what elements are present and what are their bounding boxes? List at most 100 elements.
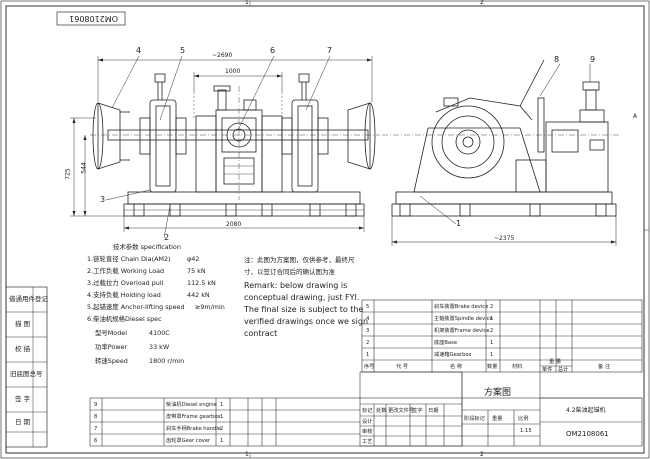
- sign-header-sign: 签字: [412, 408, 423, 414]
- drawing-no-stamp: OM2108061: [69, 14, 118, 23]
- balloon-8: 8: [554, 55, 560, 64]
- bom-qty-5: 2: [490, 304, 494, 310]
- sign-row-process: 工艺: [362, 439, 373, 445]
- dim-2690: ~2690: [212, 52, 233, 59]
- bom-qty-2: 1: [490, 340, 494, 346]
- bom-no-7: 7: [94, 426, 98, 432]
- sidebar-label-4: 旧底图总号: [10, 370, 43, 378]
- note-en-3: The final size is subject to the: [244, 305, 364, 314]
- zone-bottom-1: 1: [245, 451, 249, 458]
- bom-grid: [89, 299, 643, 447]
- diesel-model-label: 型号Model: [95, 329, 127, 337]
- spec-item-1: 1.链轮直径 Chain Dia(AM2): [87, 255, 171, 263]
- bom-header-no: 序号: [364, 364, 375, 370]
- spec-item-4: 4.支持负载 Holding load: [87, 291, 161, 299]
- bom-no-2: 2: [366, 340, 370, 346]
- dim-725: 725: [64, 168, 72, 180]
- bom-qty-1: 1: [490, 352, 494, 358]
- bom-name-9: 柴油机Diesel engine: [166, 402, 217, 408]
- sign-header-doc: 更改文件号: [388, 408, 414, 414]
- diesel-speed-label: 转速Speed: [95, 357, 128, 365]
- bom-name-7: 刹车手柄Brake handle: [166, 426, 221, 432]
- bom-no-5: 5: [366, 304, 370, 310]
- spec-item-2: 2.工作负载 Working Load: [87, 267, 165, 275]
- bom-header-code: 代 号: [396, 364, 409, 370]
- spec-value-2: 75 kN: [187, 267, 206, 275]
- note-cn-1: 注：此图为方案图，仅供参考，最终尺: [244, 256, 355, 264]
- zone-bottom-2: 2: [480, 451, 484, 458]
- balloon-9: 9: [590, 55, 596, 64]
- bom-name-1: 减速箱Gearbox: [434, 352, 472, 358]
- diesel-model-value: 4100C: [149, 329, 170, 337]
- bom-header-remark: 备 注: [598, 364, 611, 370]
- note-cn-2: 寸，以签订合同后的确认图为准: [244, 268, 335, 276]
- bom-qty-7: 2: [220, 426, 224, 432]
- note-en-1: Remark: below drawing is: [244, 281, 348, 290]
- dim-2080: 2080: [226, 221, 242, 228]
- sidebar-label-1: 借通用件登记: [9, 295, 48, 303]
- balloon-5: 5: [180, 46, 186, 55]
- dim-2375: ~2375: [494, 235, 515, 242]
- zone-top-2: 2: [480, 0, 484, 6]
- bom-name-8: 皮带罩Frame gearbox: [166, 414, 221, 420]
- spec-item-6: 6.柴油机规格Diesel spec: [87, 315, 162, 323]
- sidebar-label-2: 描 图: [15, 320, 31, 328]
- bom-header-material: 材料: [512, 364, 523, 370]
- balloon-7: 7: [327, 46, 333, 55]
- bom-name-4: 主轴装置Spindle device: [434, 316, 493, 322]
- front-view: [90, 73, 380, 217]
- spec-item-3: 3.过载拉力 Overload pull: [87, 279, 164, 287]
- side-view: [382, 59, 620, 246]
- scale-value: 1:15: [520, 428, 532, 434]
- note-en-4: verified drawings once we sign: [244, 317, 369, 326]
- front-dimensions: [70, 55, 373, 239]
- spec-value-5: ≥9m/min: [195, 303, 225, 311]
- sign-header-count: 处数: [376, 408, 387, 414]
- dim-544: 544: [80, 162, 88, 174]
- bom-name-2: 底座Base: [434, 340, 458, 346]
- spec-value-3: 112.5 kN: [187, 279, 216, 287]
- sign-row-review: 审核: [362, 429, 373, 435]
- bom-qty-9: 1: [220, 402, 224, 408]
- balloon-3: 3: [100, 195, 106, 204]
- balloon-6: 6: [270, 46, 276, 55]
- bom-no-4: 4: [366, 316, 370, 322]
- stage-header-weight: 重量: [492, 416, 503, 422]
- bom-header-weight: 重 量: [549, 359, 562, 365]
- bom-no-3: 3: [366, 328, 370, 334]
- product-name: 4.2柴油起锚机: [566, 407, 606, 414]
- bom-name-5: 刹车装置Brake device: [434, 304, 489, 310]
- bom-name-6: 齿轮罩Gear cover: [166, 438, 211, 444]
- bom-qty-8: 1: [220, 414, 224, 420]
- drawing-no-stamp-box: [56, 11, 126, 26]
- bom-no-6: 6: [94, 438, 98, 444]
- sidebar-label-5: 签 字: [15, 395, 31, 403]
- stage-header-scale: 比例: [518, 416, 529, 422]
- bom-name-3: 机架装置Frame device: [434, 328, 490, 334]
- sign-row-design: 设计: [362, 419, 373, 425]
- balloon-4: 4: [136, 46, 142, 55]
- sidebar-label-6: 日 期: [15, 418, 31, 426]
- note-en-2: conceptual drawing, just FYI.: [244, 293, 360, 302]
- bom-header-unit: 单件: [542, 367, 553, 373]
- diesel-power-value: 33 kW: [149, 343, 170, 351]
- bom-no-9: 9: [94, 402, 98, 408]
- drawing-title: 方案图: [484, 388, 512, 398]
- spec-value-4: 442 kN: [187, 291, 210, 299]
- arrow-heads-side: [392, 240, 616, 244]
- diesel-speed-value: 1800 r/min: [149, 357, 185, 365]
- dim-1000: 1000: [225, 68, 241, 75]
- sign-header-mark: 标记: [362, 408, 373, 414]
- note-en-5: contract: [244, 329, 278, 338]
- inner-border: [5, 5, 645, 454]
- spec-item-5: 5.起锚速度 Anchor-lifting speed: [87, 303, 185, 311]
- bom-qty-4: 1: [490, 316, 494, 322]
- bom-qty-6: 1: [220, 438, 224, 444]
- zone-right: A: [633, 113, 638, 120]
- arrow-heads: [72, 58, 372, 230]
- drawing-number: OM2108061: [566, 430, 609, 438]
- stage-header-mark: 阶段标记: [464, 416, 485, 422]
- spec-value-1: φ42: [187, 255, 200, 263]
